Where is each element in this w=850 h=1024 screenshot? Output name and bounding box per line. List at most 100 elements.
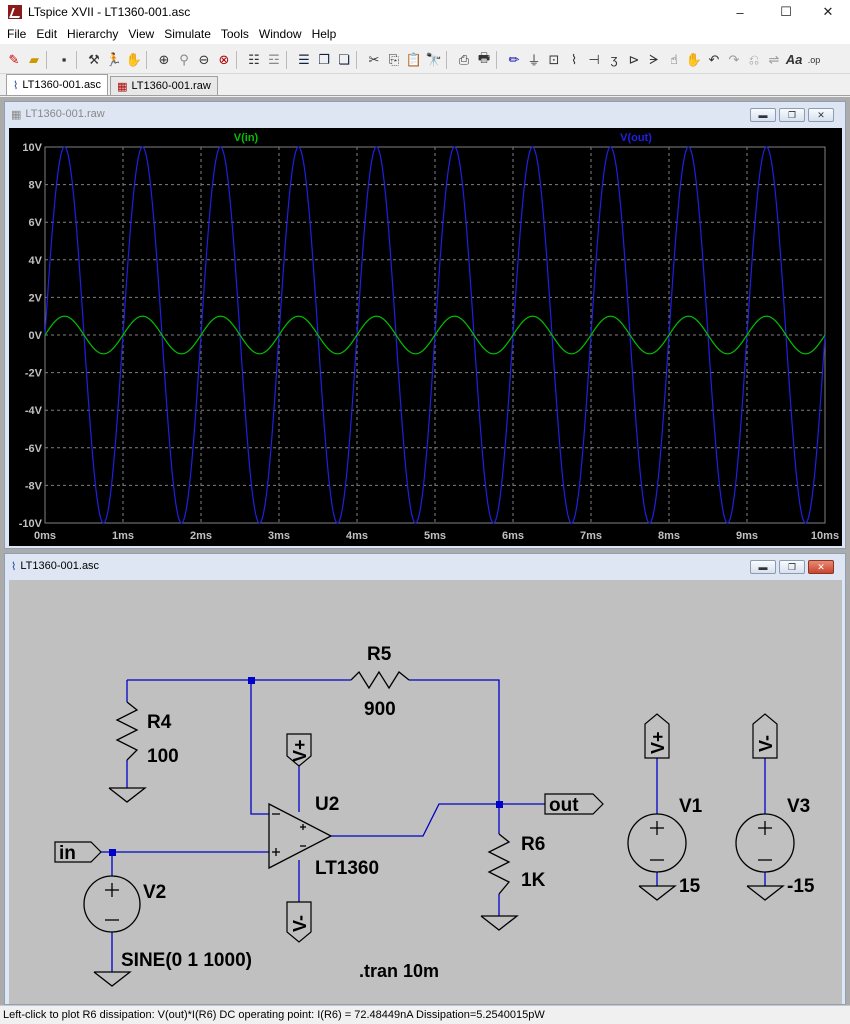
label-v2-ref[interactable]: V2 — [143, 882, 166, 903]
label-u2-value[interactable]: LT1360 — [315, 858, 379, 879]
menu-file[interactable]: File — [7, 27, 27, 41]
zoom-in-icon[interactable]: ⊕ — [158, 51, 170, 67]
label-r4-value[interactable]: 100 — [147, 746, 179, 767]
copy-icon[interactable]: ⎘ — [388, 51, 400, 67]
autorange-icon[interactable]: ☷ — [248, 51, 260, 67]
zoom-out-icon[interactable]: ⊖ — [198, 51, 210, 67]
tab-waveform[interactable]: ▦ LT1360-001.raw — [110, 76, 218, 95]
drag-icon[interactable]: ✋ — [685, 51, 703, 67]
menu-hierarchy[interactable]: Hierarchy — [67, 27, 119, 41]
cut-icon[interactable]: ✂ — [368, 51, 380, 67]
label-v2-value[interactable]: SINE(0 1 1000) — [121, 950, 252, 971]
tab-schematic[interactable]: ⌇ LT1360-001.asc — [6, 74, 109, 95]
spice-directive-icon[interactable]: .op — [807, 54, 821, 65]
label-r6-ref[interactable]: R6 — [521, 834, 545, 855]
waveform-minimize-button[interactable]: ▬ — [750, 108, 776, 122]
undo-icon[interactable]: ↶ — [708, 51, 720, 67]
label-r4-ref[interactable]: R4 — [147, 712, 172, 733]
net-flag-in[interactable] — [54, 841, 102, 863]
menu-edit[interactable]: Edit — [36, 27, 58, 41]
label-r5-value[interactable]: 900 — [364, 699, 396, 720]
capacitor-icon[interactable]: ⊣ — [588, 51, 600, 67]
label-net-icon[interactable]: ⊡ — [548, 51, 560, 67]
inductor-icon[interactable]: ʒ — [610, 52, 618, 67]
net-flag-vminus-v3[interactable] — [752, 713, 778, 759]
menu-tools[interactable]: Tools — [220, 27, 249, 41]
control-panel-icon[interactable]: ⚒ — [88, 51, 100, 67]
net-flag-vplus-u2[interactable] — [286, 733, 312, 767]
voltage-source-v1[interactable] — [627, 813, 687, 873]
redo-icon[interactable]: ↷ — [728, 51, 740, 67]
series-line[interactable] — [44, 315, 826, 355]
save-icon[interactable]: ▪ — [61, 52, 67, 67]
maximize-button[interactable]: ☐ — [780, 4, 792, 19]
net-label-out[interactable]: out — [549, 795, 579, 816]
legend-entry[interactable]: V(out) — [620, 132, 652, 144]
voltage-source-v2[interactable] — [83, 875, 141, 933]
paste-icon[interactable]: 📋 — [405, 51, 423, 67]
print-preview-icon[interactable]: ⎙ — [458, 51, 470, 67]
wire-output[interactable] — [331, 803, 545, 837]
menu-help[interactable]: Help — [311, 27, 337, 41]
close-button[interactable]: ✕ — [822, 4, 834, 19]
net-label-vminus-v3[interactable]: V- — [756, 735, 776, 752]
legend-entry[interactable]: V(in) — [234, 132, 259, 144]
net-flag-vminus-u2[interactable] — [286, 901, 312, 943]
label-u2-ref[interactable]: U2 — [315, 794, 339, 815]
halt-icon[interactable]: ✋ — [125, 51, 143, 67]
label-v3-value[interactable]: -15 — [787, 876, 815, 897]
open-folder-icon[interactable]: ▰ — [29, 51, 39, 67]
text-icon[interactable]: Aa — [785, 52, 803, 67]
wire-inverting[interactable] — [250, 680, 269, 815]
pan-icon[interactable]: ⚲ — [179, 51, 189, 67]
net-flag-out[interactable] — [544, 793, 604, 815]
schematic-canvas[interactable]: R5 900 R4 100 R6 1K U2 LT1360 V2 SINE(0 … — [9, 580, 842, 1004]
new-schematic-icon[interactable]: ✎ — [8, 51, 20, 67]
net-label-vminus-u2[interactable]: V- — [290, 915, 310, 932]
move-icon[interactable]: ☝ — [670, 51, 678, 67]
label-v1-value[interactable]: 15 — [679, 876, 701, 897]
schematic-minimize-button[interactable]: ▬ — [750, 560, 776, 574]
spice-directive[interactable]: .tran 10m — [359, 961, 439, 981]
resistor-r4[interactable] — [115, 701, 139, 761]
schematic-drawing[interactable]: R5 900 R4 100 R6 1K U2 LT1360 V2 SINE(0 … — [9, 580, 842, 1004]
mirror-icon[interactable]: ⇌ — [768, 51, 780, 67]
net-label-vplus-v1[interactable]: V+ — [648, 731, 668, 754]
find-icon[interactable]: 🔭 — [425, 51, 443, 67]
minimize-button[interactable]: – — [736, 4, 744, 20]
resistor-r5[interactable] — [350, 670, 410, 690]
diode-icon[interactable]: ⊳ — [628, 51, 640, 67]
tile-vertical-icon[interactable]: ❏ — [338, 51, 350, 67]
net-label-vplus-u2[interactable]: V+ — [290, 739, 310, 762]
resistor-icon[interactable]: ⌇ — [570, 51, 578, 67]
plot-settings-icon[interactable]: ☲ — [268, 51, 280, 67]
waveform-close-button[interactable]: ✕ — [808, 108, 834, 122]
draw-wire-icon[interactable]: ✏ — [508, 51, 520, 67]
rotate-icon[interactable]: ⎌ — [748, 51, 760, 67]
wire-r5-out[interactable] — [409, 679, 500, 804]
component-icon[interactable]: ᗒ — [649, 51, 659, 67]
resistor-r6[interactable] — [487, 833, 511, 895]
opamp-u2[interactable] — [268, 802, 333, 870]
waveform-restore-button[interactable]: ❐ — [779, 108, 805, 122]
voltage-source-v3[interactable] — [735, 813, 795, 873]
label-r6-value[interactable]: 1K — [521, 870, 546, 891]
print-icon[interactable]: 🖶 — [477, 49, 491, 65]
menu-view[interactable]: View — [128, 27, 155, 41]
zoom-fit-icon[interactable]: ⊗ — [218, 51, 230, 67]
tile-horizontal-icon[interactable]: ☰ — [298, 51, 310, 67]
net-flag-vplus-v1[interactable] — [644, 713, 670, 759]
menu-window[interactable]: Window — [258, 27, 302, 41]
ground-icon[interactable]: ⏚ — [527, 53, 541, 68]
run-icon[interactable]: 🏃 — [105, 51, 123, 67]
cascade-icon[interactable]: ❐ — [318, 51, 330, 67]
schematic-restore-button[interactable]: ❐ — [779, 560, 805, 574]
label-v1-ref[interactable]: V1 — [679, 796, 703, 817]
label-r5-ref[interactable]: R5 — [367, 644, 392, 665]
label-v3-ref[interactable]: V3 — [787, 796, 810, 817]
schematic-close-button[interactable]: ✕ — [808, 560, 834, 574]
net-label-in[interactable]: in — [59, 843, 76, 864]
menu-simulate[interactable]: Simulate — [164, 27, 211, 41]
